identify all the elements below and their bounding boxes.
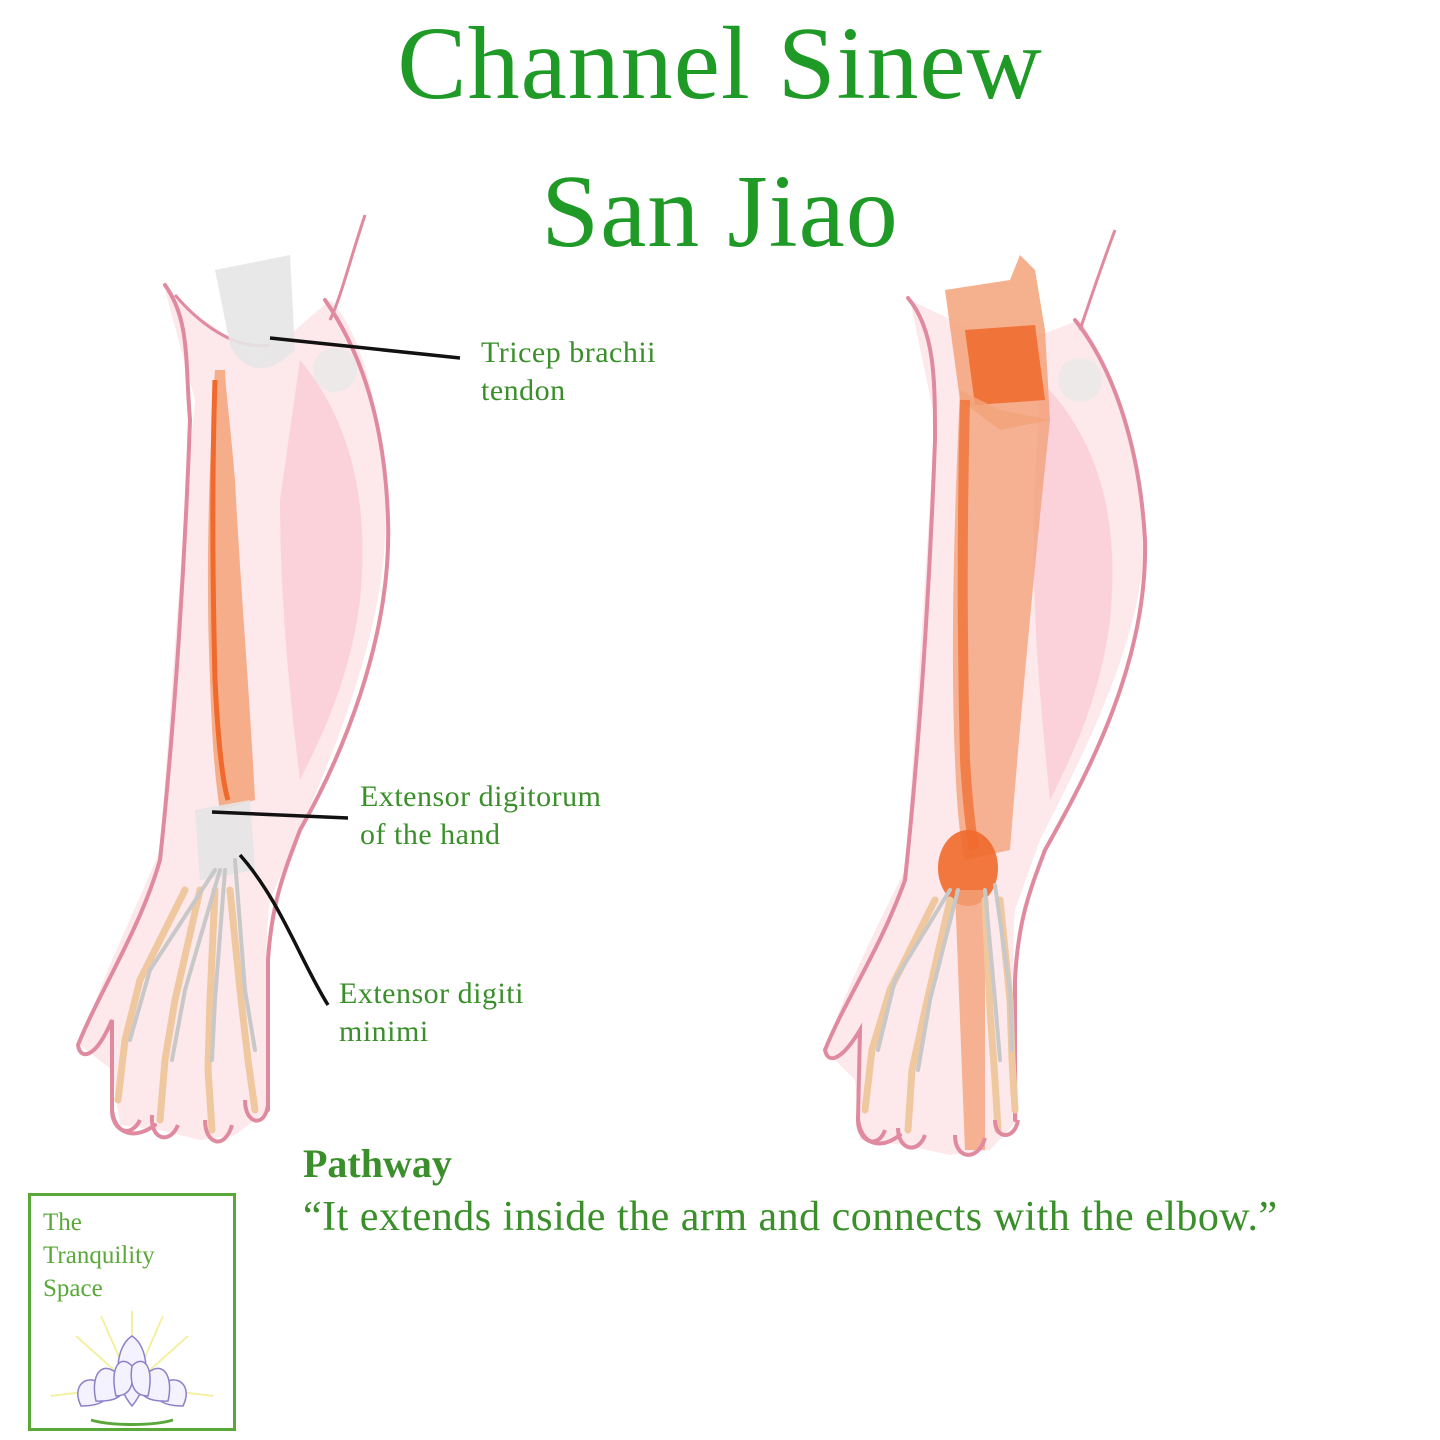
pathway-quote: “It extends inside the arm and connects … [303, 1194, 1278, 1240]
right-arm-outline-outer [822, 296, 938, 1146]
left-arm-outline-outer [75, 283, 193, 1136]
left-arm-upper-line [328, 214, 367, 321]
label-tricep-line-1: Tricep brachii [481, 336, 657, 369]
title-line-2: San Jiao [541, 154, 899, 269]
left-wrist-patch [195, 800, 255, 880]
right-hand-tendons [876, 883, 1014, 1072]
logo: The Tranquility Space [28, 1193, 236, 1431]
label-tricep-brachii: Tricep brachii tendon [481, 334, 656, 410]
right-sinew-elbow-core [965, 325, 1045, 405]
label-extensor-digitorum-line-2: of the hand [360, 818, 501, 851]
left-hand-tendons [128, 858, 257, 1062]
logo-text-line-1: The [43, 1209, 82, 1236]
right-fingertips [856, 1119, 1020, 1157]
right-sinew-hand-band [955, 890, 985, 1150]
left-sinew-band [207, 370, 255, 810]
label-extensor-digiti-minimi-line-2: minimi [339, 1015, 429, 1048]
left-arm-outline-inner [266, 298, 391, 1112]
right-arm-upper-line [1078, 229, 1117, 331]
right-olecranon [1058, 358, 1102, 402]
right-arm-muscle-shade [1033, 380, 1113, 800]
left-olecranon [313, 348, 357, 392]
left-fingertips [110, 1099, 270, 1144]
right-arm-illustration [822, 229, 1148, 1157]
right-sinew-forearm [952, 390, 1050, 860]
label-tricep-line-2: tendon [481, 374, 566, 407]
left-hand-bones [114, 886, 259, 1134]
logo-text-line-3: Space [43, 1275, 103, 1302]
extensor-digiti-minimi-leader-line [238, 853, 330, 1006]
pathway-heading: Pathway [303, 1141, 452, 1186]
left-arm-illustration [75, 214, 391, 1144]
left-sinew-core [210, 379, 231, 801]
label-extensor-digiti-minimi: Extensor digiti minimi [339, 975, 524, 1051]
title-line-1: Channel Sinew [397, 6, 1043, 121]
left-arm-muscle-shade [280, 360, 363, 780]
logo-text-line-2: Tranquility [43, 1242, 155, 1269]
right-arm-outline-inner [1013, 318, 1148, 1122]
right-sinew-wrist-patch [938, 830, 998, 906]
label-extensor-digitorum-line-1: Extensor digitorum [360, 780, 602, 813]
tricep-leader-line [269, 336, 461, 360]
right-sinew-forearm-core [957, 399, 980, 852]
label-extensor-digiti-minimi-line-1: Extensor digiti [339, 977, 524, 1010]
logo-text: The Tranquility Space [43, 1206, 155, 1305]
right-hand-bones [861, 896, 1019, 1134]
label-extensor-digitorum: Extensor digitorum of the hand [360, 778, 601, 854]
extensor-digitorum-leader-line [211, 810, 349, 820]
lotus-icon [50, 1311, 214, 1426]
